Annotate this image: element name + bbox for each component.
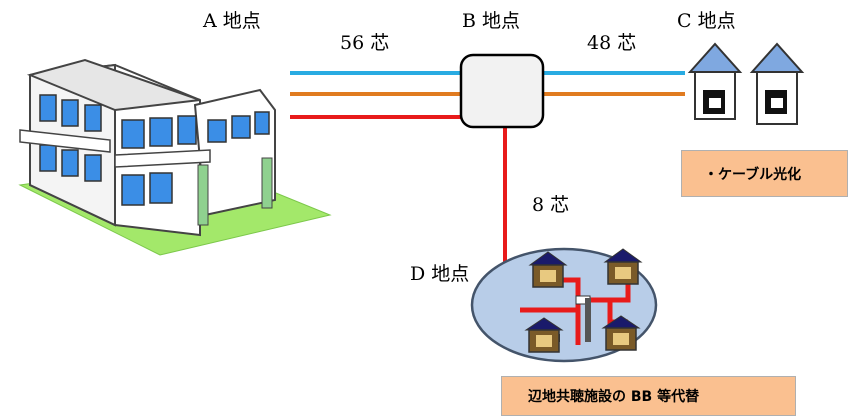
point-c-label: C 地点 xyxy=(677,10,736,32)
village-house-1 xyxy=(528,251,568,288)
core-count-ab: 56 芯 xyxy=(340,32,390,54)
building-icon xyxy=(18,58,332,256)
house-icon-1 xyxy=(687,42,743,120)
note-bb-replacement: 辺地共聴施設の BB 等代替 xyxy=(501,376,796,416)
point-d-label: D 地点 xyxy=(410,263,470,285)
village-house-3 xyxy=(524,317,564,353)
house-icon-2 xyxy=(749,42,805,125)
note-cable-optical: ・ケーブル光化 xyxy=(681,150,848,197)
village-house-2 xyxy=(603,248,643,285)
core-count-bd: 8 芯 xyxy=(532,194,570,216)
village-house-4 xyxy=(601,315,641,351)
point-a-label: A 地点 xyxy=(203,10,261,32)
point-b-label: B 地点 xyxy=(462,10,521,32)
core-count-bc: 48 芯 xyxy=(587,32,637,54)
b-node-box xyxy=(459,53,545,129)
